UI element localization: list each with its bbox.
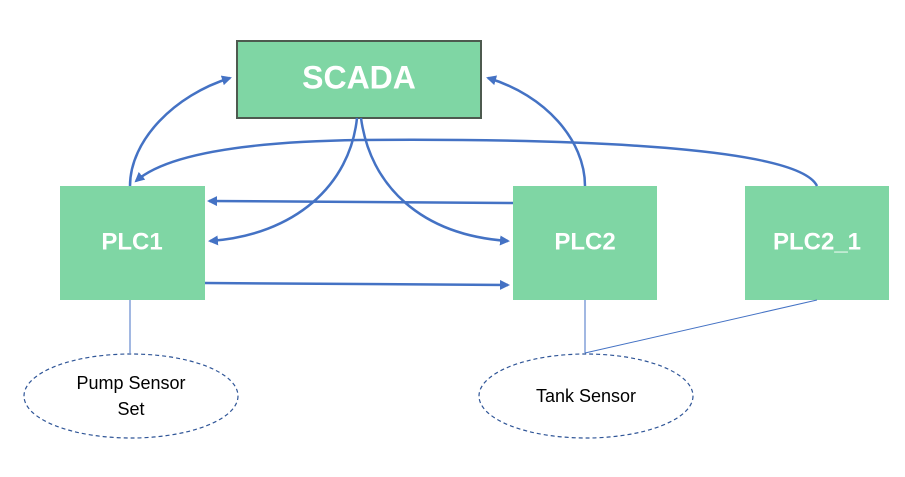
- scada-label: SCADA: [302, 59, 416, 95]
- arrow-plc1-to-plc2: [204, 279, 510, 290]
- plc1-label: PLC1: [101, 228, 162, 255]
- pump-sensor-label-line2: Set: [117, 399, 144, 419]
- plc1-node[interactable]: [60, 186, 205, 300]
- plc2-label: PLC2: [554, 228, 615, 255]
- pump-sensor-label-line1: Pump Sensor: [76, 373, 185, 393]
- arrow-plc2-to-scada: [486, 75, 587, 187]
- plc2-1-label: PLC2_1: [773, 228, 861, 255]
- tank-sensor[interactable]: [478, 353, 694, 439]
- pump-sensor-set[interactable]: [23, 353, 239, 439]
- arrow-plc2-to-plc1: [207, 196, 514, 207]
- plc2-node[interactable]: [513, 186, 657, 300]
- arrow-scada-to-plc1: [208, 117, 359, 246]
- plc2-1-node[interactable]: [745, 186, 889, 300]
- arrow-plc1-to-scada: [128, 75, 232, 187]
- line-plc2-1-to-tank-sensor: [584, 299, 818, 354]
- arrow-scada-to-plc2: [359, 117, 510, 246]
- scada-node[interactable]: [236, 40, 482, 119]
- tank-sensor-label: Tank Sensor: [536, 386, 636, 406]
- arrow-plc2-1-to-plc1: [134, 138, 819, 187]
